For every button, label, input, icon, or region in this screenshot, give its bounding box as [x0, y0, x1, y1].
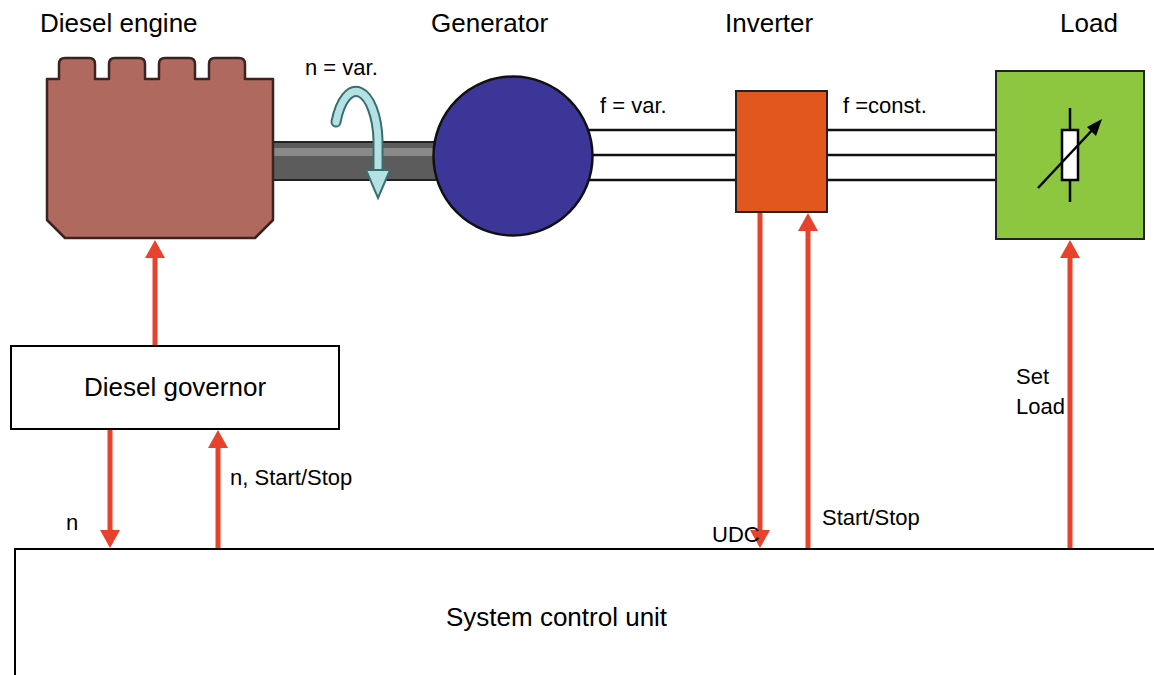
generator-shape	[432, 75, 594, 237]
connector	[100, 430, 120, 548]
connector	[145, 240, 165, 345]
box-label: System control unit	[446, 602, 667, 633]
variable-resistor-symbol	[1038, 108, 1102, 202]
signal-label: n = var.	[305, 55, 378, 81]
load-shape	[995, 70, 1145, 240]
connector	[818, 130, 995, 180]
signal-label: f = var.	[600, 93, 667, 119]
signal-label: n, Start/Stop	[230, 465, 352, 491]
connector	[750, 213, 770, 548]
signal-label: Set Load	[1016, 362, 1072, 422]
signal-label: Start/Stop	[822, 505, 920, 531]
connector	[273, 142, 444, 180]
system-control-unit: System control unit	[14, 548, 1154, 675]
inverter-shape	[735, 90, 828, 213]
signal-label: UDC	[712, 522, 760, 548]
box-label: Diesel governor	[84, 372, 266, 403]
connector	[584, 130, 735, 180]
signal-label: n	[66, 510, 78, 536]
node-heading: Generator	[431, 8, 548, 39]
node-heading: Inverter	[725, 8, 813, 39]
diesel-engine: Diesel engine	[40, 8, 280, 243]
diesel-engine-shape	[45, 55, 275, 240]
diesel-governor: Diesel governor	[10, 345, 340, 430]
signal-label: f =const.	[843, 93, 927, 119]
generator: Generator	[425, 8, 600, 243]
rotation-arrow	[336, 91, 390, 198]
node-heading: Load	[1060, 8, 1118, 39]
connector	[208, 430, 228, 548]
inverter: Inverter	[722, 8, 837, 218]
load: Load	[990, 8, 1150, 243]
connector	[798, 213, 818, 548]
node-heading: Diesel engine	[40, 8, 198, 39]
